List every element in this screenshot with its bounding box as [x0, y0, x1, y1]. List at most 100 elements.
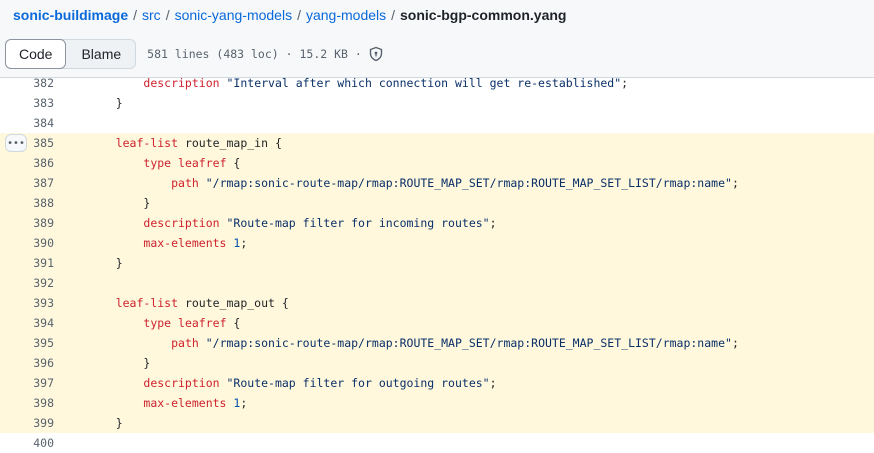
indent: [88, 316, 143, 330]
line-source: path "/rmap:sonic-route-map/rmap:ROUTE_M…: [88, 336, 739, 350]
indent: [88, 356, 143, 370]
line-number[interactable]: 396: [33, 356, 54, 370]
plain-token: ;: [489, 216, 497, 230]
keyword-token: description: [143, 216, 220, 230]
line-source: }: [88, 416, 123, 430]
code-line: 400: [0, 433, 874, 453]
code-line: 393 leaf-list route_map_out {: [0, 293, 874, 313]
plain-token: {: [226, 316, 241, 330]
line-source: type leafref {: [88, 156, 240, 170]
plain-token: [220, 76, 227, 90]
line-number[interactable]: 387: [33, 176, 54, 190]
number-token: 1: [233, 396, 241, 410]
line-number[interactable]: 389: [33, 216, 54, 230]
code-line: 389 description "Route-map filter for in…: [0, 213, 874, 233]
code-line: 382 description "Interval after which co…: [0, 73, 874, 93]
line-source: }: [88, 256, 123, 270]
indent: [88, 416, 116, 430]
indent: [88, 156, 143, 170]
file-meta: 581 lines (483 loc) · 15.2 KB ·: [147, 46, 384, 62]
plain-token: {: [226, 156, 241, 170]
keyword-token: max-elements: [143, 236, 227, 250]
plain-token: route_map_out {: [178, 296, 289, 310]
indent: [88, 376, 143, 390]
code-line: 396 }: [0, 353, 874, 373]
indent: [88, 176, 171, 190]
line-source: path "/rmap:sonic-route-map/rmap:ROUTE_M…: [88, 176, 739, 190]
code-line: 387 path "/rmap:sonic-route-map/rmap:ROU…: [0, 173, 874, 193]
line-options-button[interactable]: •••: [5, 134, 27, 152]
line-number[interactable]: 393: [33, 296, 54, 310]
line-number[interactable]: 395: [33, 336, 54, 350]
code-line: 383 }: [0, 93, 874, 113]
indent: [88, 96, 116, 110]
plain-token: [171, 316, 178, 330]
code-line: 398 max-elements 1;: [0, 393, 874, 413]
plain-token: }: [115, 96, 123, 110]
plain-token: ;: [240, 236, 248, 250]
file-stats: 581 lines (483 loc) · 15.2 KB ·: [147, 46, 362, 61]
breadcrumb-link-src[interactable]: src: [142, 7, 161, 23]
keyword-token: leaf-list: [115, 136, 179, 150]
breadcrumb: sonic-buildimage / src / sonic-yang-mode…: [0, 0, 874, 30]
breadcrumb-separator: /: [297, 7, 301, 23]
keyword-token: path: [171, 176, 199, 190]
breadcrumb-link-repo[interactable]: sonic-buildimage: [13, 7, 129, 23]
line-number[interactable]: 390: [33, 236, 54, 250]
code-line: 391 }: [0, 253, 874, 273]
keyword-token: path: [171, 336, 199, 350]
breadcrumb-link-yang-models[interactable]: yang-models: [305, 7, 387, 23]
plain-token: }: [115, 416, 123, 430]
plain-token: [199, 176, 206, 190]
code-line: 390 max-elements 1;: [0, 233, 874, 253]
breadcrumb-separator: /: [165, 7, 170, 23]
shield-lock-icon[interactable]: [368, 46, 384, 62]
code-line: 386 type leafref {: [0, 153, 874, 173]
line-number[interactable]: 388: [33, 196, 54, 210]
line-number[interactable]: 392: [33, 276, 54, 290]
code-tab-button[interactable]: Code: [5, 38, 67, 69]
line-number[interactable]: 384: [33, 116, 54, 130]
keyword-token: leafref: [178, 156, 227, 170]
keyword-token: leafref: [178, 316, 227, 330]
line-number[interactable]: 391: [33, 256, 54, 270]
indent: [88, 76, 143, 90]
line-number[interactable]: 394: [33, 316, 54, 330]
line-number[interactable]: 397: [33, 376, 54, 390]
line-source: description "Route-map filter for incomi…: [88, 216, 497, 230]
plain-token: route_map_in {: [178, 136, 282, 150]
indent: [88, 236, 143, 250]
line-number[interactable]: 399: [33, 416, 54, 430]
line-source: leaf-list route_map_in {: [88, 136, 282, 150]
breadcrumb-separator: /: [133, 7, 138, 23]
keyword-token: description: [143, 76, 220, 90]
breadcrumb-link-sonic-yang-models[interactable]: sonic-yang-models: [174, 7, 293, 23]
line-number[interactable]: 386: [33, 156, 54, 170]
plain-token: ;: [240, 396, 248, 410]
line-number[interactable]: 400: [33, 436, 54, 450]
line-source: }: [88, 96, 123, 110]
number-token: 1: [233, 236, 241, 250]
string-token: "/rmap:sonic-route-map/rmap:ROUTE_MAP_SE…: [205, 176, 732, 190]
line-source: leaf-list route_map_out {: [88, 296, 289, 310]
line-number[interactable]: 383: [33, 96, 54, 110]
plain-token: ;: [731, 336, 739, 350]
line-source: max-elements 1;: [88, 236, 247, 250]
plain-token: [220, 376, 227, 390]
string-token: "Route-map filter for outgoing routes": [226, 376, 490, 390]
code-line: 397 description "Route-map filter for ou…: [0, 373, 874, 393]
keyword-token: type: [143, 316, 172, 330]
line-source: description "Route-map filter for outgoi…: [88, 376, 496, 390]
plain-token: }: [143, 356, 151, 370]
blame-tab-button[interactable]: Blame: [81, 45, 122, 62]
line-number[interactable]: 382: [33, 76, 54, 90]
indent: [88, 336, 171, 350]
line-source: max-elements 1;: [88, 396, 247, 410]
line-source: }: [88, 196, 150, 210]
code-line: ••• 385 leaf-list route_map_in {: [0, 133, 874, 153]
code-line: 388 }: [0, 193, 874, 213]
indent: [88, 396, 143, 410]
line-number[interactable]: 398: [33, 396, 54, 410]
code-line: 384: [0, 113, 874, 133]
line-number[interactable]: 385: [33, 136, 54, 150]
